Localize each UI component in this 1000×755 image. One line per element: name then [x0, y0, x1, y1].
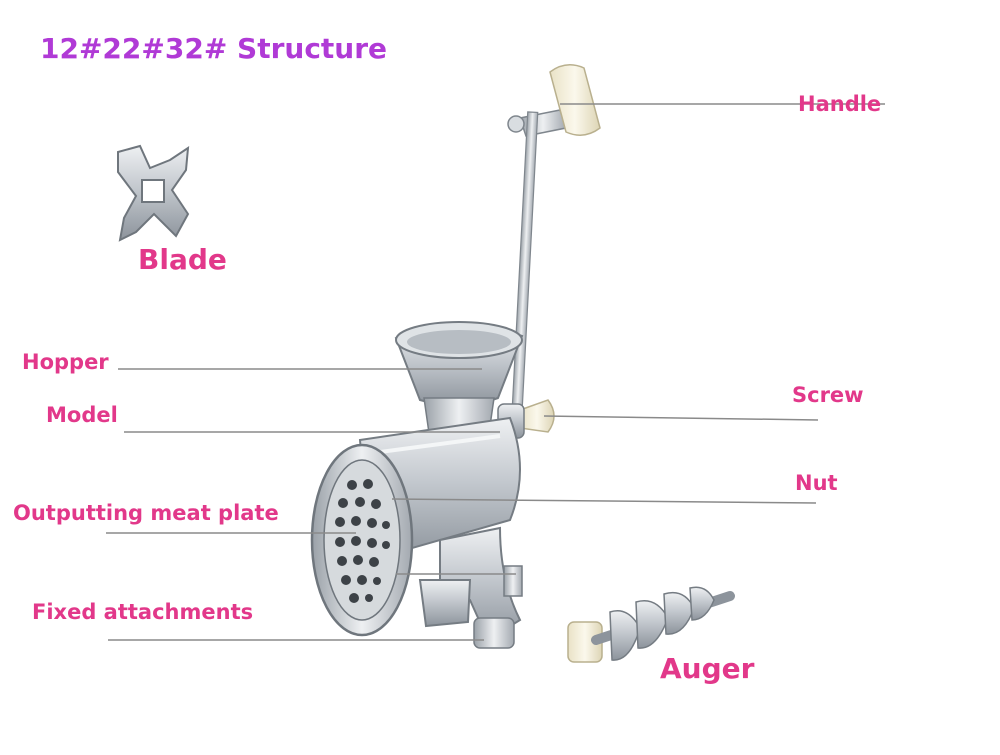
label-screw: Screw	[792, 383, 864, 407]
leader-nut	[391, 498, 817, 504]
leader-screw	[543, 415, 819, 421]
label-model: Model	[46, 403, 118, 427]
handle-part	[507, 64, 601, 413]
auger-part	[567, 586, 735, 663]
diagram-title: 12#22#32# Structure	[40, 32, 388, 65]
leader-lines	[106, 103, 885, 641]
outputting-plate-part	[310, 443, 414, 637]
label-hopper: Hopper	[22, 350, 109, 374]
label-auger: Auger	[660, 652, 755, 685]
label-fixed-attachments: Fixed attachments	[32, 600, 254, 624]
fixed-attachments-part	[418, 526, 523, 649]
label-outputting-plate: Outputting meat plate	[13, 501, 279, 525]
label-handle: Handle	[798, 92, 882, 116]
blade-part	[117, 144, 190, 242]
label-blade: Blade	[138, 243, 227, 276]
label-nut: Nut	[795, 471, 838, 495]
